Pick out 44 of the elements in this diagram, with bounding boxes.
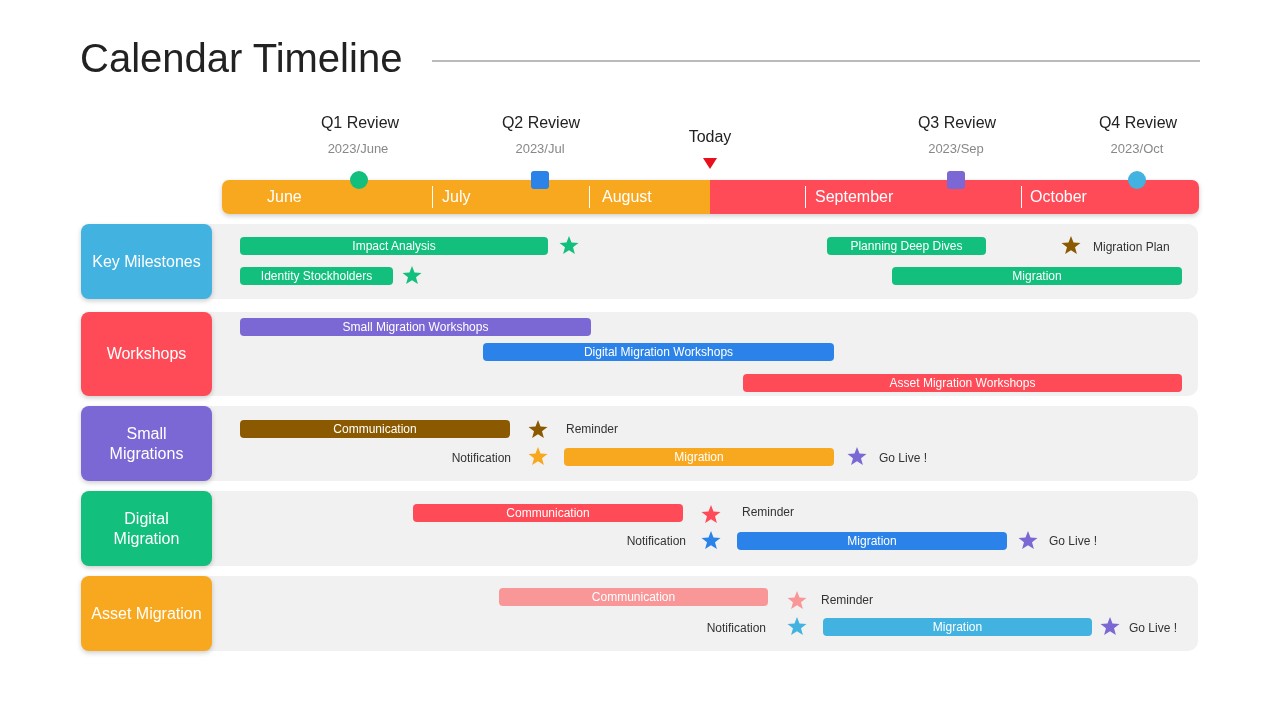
category-box: Digital Migration [81, 491, 212, 566]
category-box: Asset Migration [81, 576, 212, 651]
category-box: Key Milestones [81, 224, 212, 299]
milestone-note: Go Live ! [1049, 533, 1098, 549]
task-bar: Asset Migration Workshops [743, 374, 1182, 392]
month-band [222, 180, 1199, 214]
milestone-note: Go Live ! [1129, 620, 1178, 636]
task-bar: Impact Analysis [240, 237, 548, 255]
milestone-note: Notification [626, 533, 686, 549]
task-bar: Identity Stockholders [240, 267, 393, 285]
task-bar: Digital Migration Workshops [483, 343, 834, 361]
date-label: 2023/Jul [515, 141, 565, 157]
milestone-note: Reminder [742, 504, 795, 520]
milestone-label: Q4 Review [1098, 115, 1178, 131]
task-bar: Migration [823, 618, 1092, 636]
category-box: Small Migrations [81, 406, 212, 481]
date-label: 2023/Sep [928, 141, 984, 157]
month-label: September [815, 188, 894, 206]
task-bar: Communication [499, 588, 768, 606]
date-label: 2023/Oct [1110, 141, 1164, 157]
task-bar: Migration [737, 532, 1007, 550]
task-bar: Small Migration Workshops [240, 318, 591, 336]
month-label: July [442, 188, 471, 206]
task-bar: Planning Deep Dives [827, 237, 986, 255]
title: Calendar Timeline [80, 36, 403, 81]
task-bar: Communication [240, 420, 510, 438]
task-bar: Communication [413, 504, 683, 522]
milestone-note: Notification [706, 620, 766, 636]
milestone-note: Notification [451, 450, 511, 466]
milestone-label: Q1 Review [320, 115, 400, 131]
milestone-label: Today [688, 129, 732, 145]
category-box: Workshops [81, 312, 212, 396]
milestone-note: Migration Plan [1093, 239, 1170, 255]
date-label: 2023/June [327, 141, 389, 157]
task-bar: Migration [564, 448, 834, 466]
month-label: October [1030, 188, 1087, 206]
month-label: August [602, 188, 652, 206]
milestone-note: Go Live ! [879, 450, 928, 466]
task-bar: Migration [892, 267, 1182, 285]
milestone-label: Q2 Review [501, 115, 581, 131]
month-label: June [267, 188, 302, 206]
milestone-note: Reminder [566, 421, 619, 437]
milestone-label: Q3 Review [917, 115, 997, 131]
milestone-note: Reminder [821, 592, 874, 608]
